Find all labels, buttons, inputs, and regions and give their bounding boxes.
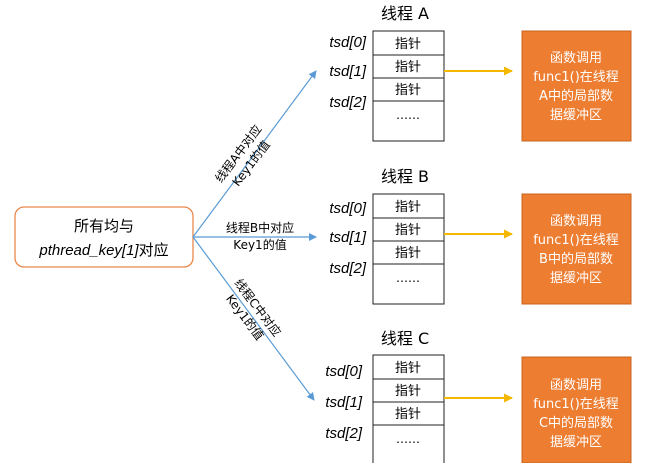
thread-c-buffer-line1: 函数调用: [550, 378, 602, 393]
thread-c-title: 线程 C: [381, 329, 429, 348]
thread-b-buffer-line4: 据缓冲区: [550, 271, 602, 286]
thread-b-title: 线程 B: [381, 167, 429, 186]
thread-a-buffer-line3: A中的局部数: [539, 88, 613, 104]
thread-b-tsd2-label: tsd[2]: [329, 260, 367, 277]
thread-c-buffer-line4: 据缓冲区: [550, 435, 602, 450]
edge-label-thread-b: 线程B中对应 Key1的值: [226, 220, 294, 252]
root-label-line2: pthread_key[1]对应: [38, 241, 168, 259]
edge-label-thread-c: 线程C中对应 Key1的值: [223, 276, 284, 343]
thread-a-cell-0: 指针: [395, 37, 421, 52]
thread-c-cell-2: 指针: [395, 407, 421, 422]
root-key-suffix: 对应: [139, 241, 169, 259]
thread-b-cell-1: 指针: [395, 223, 421, 238]
thread-a-cell-3: ……: [396, 108, 420, 122]
thread-b-tsd-table: [372, 193, 445, 305]
thread-c-buffer-box: 函数调用 func1()在线程 C中的局部数 据缓冲区: [521, 356, 632, 463]
thread-b-cell-2: 指针: [395, 246, 421, 261]
thread-a-buffer-box: 函数调用 func1()在线程 A中的局部数 据缓冲区: [521, 30, 632, 142]
thread-b-tsd1-label: tsd[1]: [329, 229, 367, 246]
thread-c-tsd1-label: tsd[1]: [325, 394, 363, 411]
thread-c-group: 线程 C tsd[0] tsd[1] tsd[2] 指针 指针 指针 …… 函数…: [325, 329, 632, 463]
thread-a-buffer-line2: func1()在线程: [533, 70, 619, 85]
thread-a-buffer-line1: 函数调用: [550, 51, 602, 66]
thread-a-tsd-table: [372, 30, 445, 142]
thread-a-cell-2: 指针: [395, 83, 421, 98]
thread-b-tsd0-label: tsd[0]: [329, 200, 367, 217]
thread-a-tsd1-label: tsd[1]: [329, 63, 367, 80]
thread-a-tsd2-label: tsd[2]: [329, 94, 367, 111]
thread-c-tsd-table: [372, 354, 445, 463]
thread-a-cell-1: 指针: [395, 60, 421, 75]
branch-arrow-thread-a: [192, 70, 317, 238]
thread-b-buffer-box: 函数调用 func1()在线程 B中的局部数 据缓冲区: [521, 193, 632, 305]
thread-b-cell-0: 指针: [395, 200, 421, 215]
branch-arrow-thread-c: [192, 236, 315, 401]
thread-b-group: 线程 B tsd[0] tsd[1] tsd[2] 指针 指针 指针 …… 函数…: [329, 167, 632, 305]
thread-b-buffer-line2: func1()在线程: [533, 233, 619, 248]
edge-label-thread-a: 线程A中对应 Key1的值: [211, 122, 272, 189]
edge-label-b-line2: Key1的值: [233, 237, 286, 252]
thread-c-buffer-line3: C中的局部数: [539, 415, 613, 431]
thread-a-title: 线程 A: [381, 4, 429, 23]
thread-b-cell-3: ……: [396, 271, 420, 285]
edge-label-b-line1: 线程B中对应: [226, 220, 294, 235]
thread-a-group: 线程 A tsd[0] tsd[1] tsd[2] 指针 指针 指针 …… 函数…: [329, 4, 632, 142]
thread-a-tsd0-label: tsd[0]: [329, 34, 367, 51]
thread-c-buffer-line2: func1()在线程: [533, 397, 619, 412]
thread-c-tsd2-label: tsd[2]: [325, 425, 363, 442]
thread-c-cell-0: 指针: [395, 361, 421, 376]
thread-b-buffer-line1: 函数调用: [550, 214, 602, 229]
root-key-name: pthread_key[1]: [38, 242, 139, 259]
thread-b-buffer-line3: B中的局部数: [539, 251, 613, 267]
root-label-line1: 所有均与: [74, 217, 134, 235]
thread-a-buffer-line4: 据缓冲区: [550, 108, 602, 123]
thread-c-cell-1: 指针: [395, 384, 421, 399]
root-node: 所有均与 pthread_key[1]对应: [14, 206, 194, 268]
thread-c-cell-3: ……: [396, 432, 420, 446]
thread-c-tsd0-label: tsd[0]: [325, 363, 363, 380]
